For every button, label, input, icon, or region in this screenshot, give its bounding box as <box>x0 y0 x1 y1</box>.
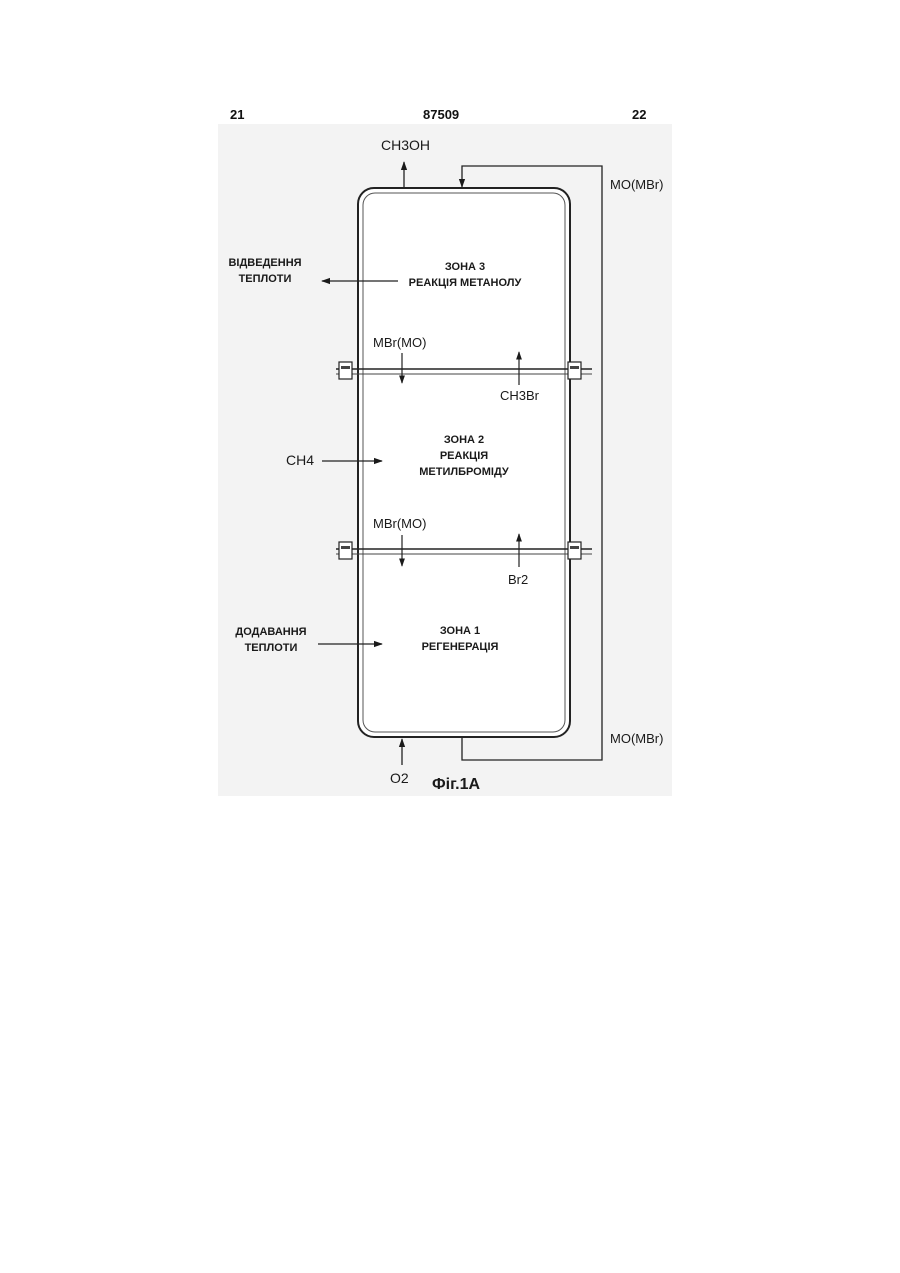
bromine-label: Br2 <box>508 572 528 587</box>
lower-down-label: MBr(MO) <box>373 516 426 531</box>
methyl-bromide-label: CH3Br <box>500 388 540 403</box>
figure-caption: Фіг.1А <box>432 776 481 793</box>
zone1-subtitle: РЕГЕНЕРАЦІЯ <box>422 641 499 653</box>
methanol-output-label: CH3OH <box>381 137 430 153</box>
zone2-title: ЗОНА 2 <box>444 434 484 446</box>
heat-removal-label-2: ТЕПЛОТИ <box>239 273 292 285</box>
recirc-bottom-label: MO(MBr) <box>610 731 663 746</box>
zone2-subtitle-1: РЕАКЦІЯ <box>440 450 488 462</box>
upper-down-label: MBr(MO) <box>373 335 426 350</box>
zone1-title: ЗОНА 1 <box>440 625 480 637</box>
zone2-subtitle-2: МЕТИЛБРОМІДУ <box>419 466 509 478</box>
recirc-top-label: MO(MBr) <box>610 177 663 192</box>
zone3-subtitle: РЕАКЦІЯ МЕТАНОЛУ <box>409 277 522 289</box>
oxygen-input-label: O2 <box>390 770 409 786</box>
methane-input-label: CH4 <box>286 452 314 468</box>
zone3-title: ЗОНА 3 <box>445 261 485 273</box>
heat-addition-label-1: ДОДАВАННЯ <box>235 626 306 638</box>
heat-removal-label-1: ВІДВЕДЕННЯ <box>228 257 301 269</box>
heat-addition-label-2: ТЕПЛОТИ <box>245 642 298 654</box>
